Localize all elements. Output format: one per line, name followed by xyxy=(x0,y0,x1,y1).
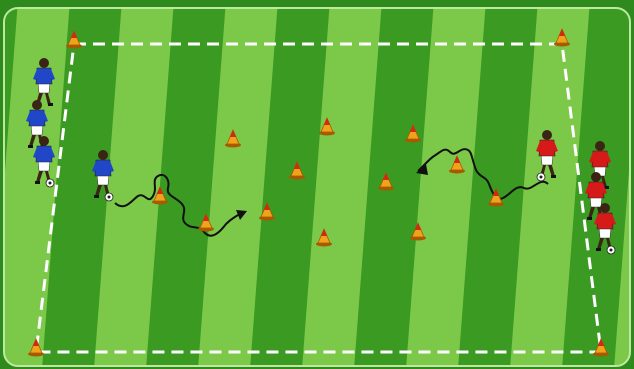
ball-icon xyxy=(105,193,113,201)
ball-icon xyxy=(46,179,54,187)
ball-icon xyxy=(537,173,545,181)
ball-icon xyxy=(607,246,615,254)
